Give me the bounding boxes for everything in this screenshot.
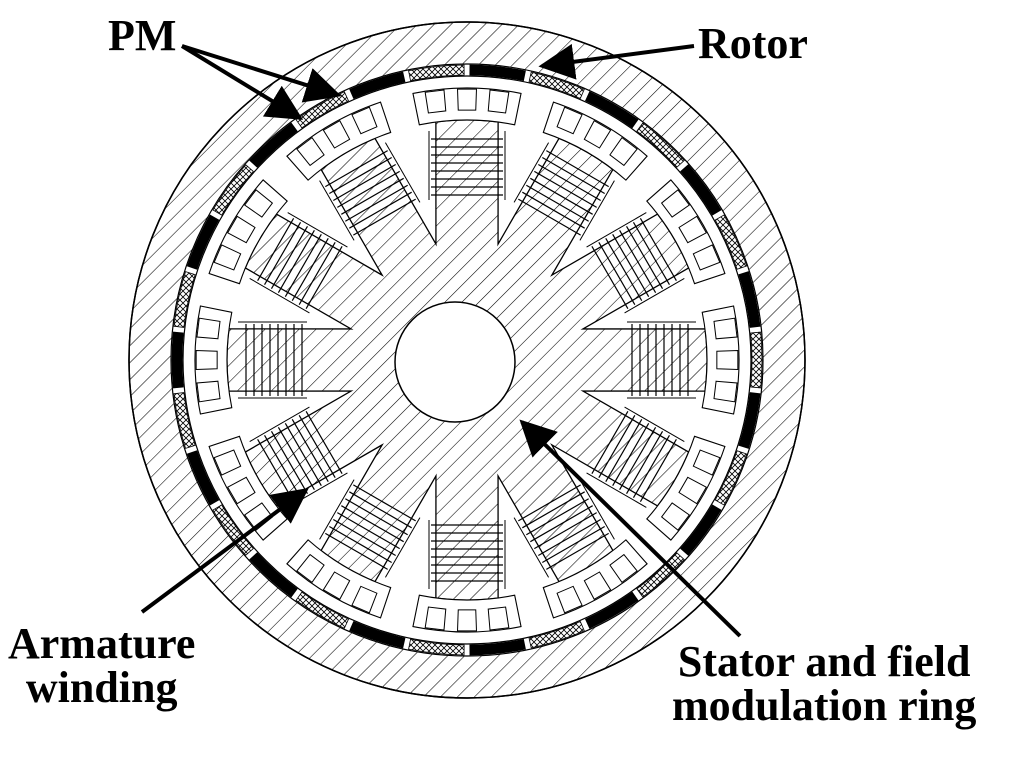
modulation-teeth [195, 88, 739, 632]
stator-label-line-1: Stator and field [677, 637, 971, 686]
modulation-tooth [660, 502, 691, 531]
pm-magnet-segment [349, 71, 406, 100]
armature-coil [249, 212, 348, 314]
stator [194, 87, 740, 633]
pm-iron-segment [212, 164, 254, 216]
modulation-tooth [227, 215, 256, 244]
modulation-tooth [195, 349, 218, 371]
modulation-tooth [487, 606, 510, 631]
armature-coil [428, 520, 506, 589]
armature-label-line-2: winding [25, 663, 178, 712]
pm-iron-segment [408, 638, 465, 656]
stator-arrow [519, 419, 742, 638]
armature-coil [513, 142, 615, 241]
pm-iron-segment [636, 122, 685, 168]
rotor-label: Rotor [698, 19, 808, 68]
modulation-tooth [243, 189, 274, 218]
pm-magnet-segment [680, 164, 722, 216]
armature-winding-label: Armature winding [8, 622, 195, 710]
modulation-tooth [456, 609, 478, 632]
modulation-tooth [351, 585, 378, 614]
modulation-tooth [296, 553, 325, 584]
pm-arrow-2 [180, 44, 304, 120]
pm-magnet-segment [738, 271, 761, 328]
modulation-tooth [424, 606, 447, 631]
pm-magnet-segment [186, 450, 220, 506]
pm-iron-segment [173, 392, 196, 449]
pm-iron-segment [636, 552, 685, 598]
pm-magnet-segment [349, 620, 406, 649]
modulation-tooth [678, 476, 707, 505]
modulation-tooth [196, 380, 221, 403]
pm-iron-segment [408, 64, 465, 82]
modulation-tooth [692, 244, 721, 271]
armature-coil [586, 212, 685, 314]
pm-iron-segment [295, 591, 350, 629]
modulation-tooth [609, 553, 638, 584]
modulation-tooth [713, 317, 738, 340]
pm-iron-segment [173, 271, 196, 328]
pm-magnet-segment [249, 552, 298, 598]
armature-label-line-1: Armature [8, 619, 196, 668]
rotor-arrow [538, 43, 695, 80]
stator-label: Stator and field modulation ring [672, 640, 976, 728]
pm-iron-segment [714, 450, 748, 506]
modulation-tooth [296, 136, 325, 167]
armature-coil [319, 479, 421, 578]
pm-iron-segment [714, 214, 748, 270]
armature-coil [513, 479, 615, 578]
modulation-tooth [713, 380, 738, 403]
pm-label: PM [108, 11, 177, 60]
armature-coils [238, 131, 696, 589]
modulation-tooth [487, 89, 510, 114]
pm-magnet-segment [171, 331, 184, 389]
modulation-tooth [322, 571, 351, 600]
modulation-tooth [213, 244, 242, 271]
modulation-tooth [678, 215, 707, 244]
modulation-tooth [583, 571, 612, 600]
pm-iron-segment [212, 504, 254, 556]
modulation-tooth [243, 502, 274, 531]
modulation-tooth [556, 585, 583, 614]
pm-magnet-segment [584, 591, 639, 629]
pm-iron-segment [528, 620, 585, 649]
modulation-tooth [692, 449, 721, 476]
modulation-tooth [556, 106, 583, 135]
pm-magnet-segment [469, 64, 526, 82]
modulation-tooth [227, 476, 256, 505]
pm-magnet-segment [469, 638, 526, 656]
modulation-tooth [322, 120, 351, 149]
stator-label-line-2: modulation ring [672, 681, 977, 730]
pm-magnet-segment [186, 214, 220, 270]
armature-arrow [140, 487, 309, 614]
pm-iron-segment [750, 331, 763, 389]
modulation-tooth [196, 317, 221, 340]
shaft-hole [394, 301, 516, 423]
armature-coil [319, 142, 421, 241]
modulation-tooth [716, 349, 739, 371]
armature-coil [586, 406, 685, 508]
modulation-tooth [583, 120, 612, 149]
modulation-tooth [660, 189, 691, 218]
modulation-tooth [424, 89, 447, 114]
modulation-tooth [213, 449, 242, 476]
modulation-tooth [351, 106, 378, 135]
armature-coil [238, 321, 307, 399]
armature-coil [627, 321, 696, 399]
pm-magnet-segment [738, 392, 761, 449]
annotation-arrows [140, 43, 742, 638]
modulation-tooth [456, 88, 478, 111]
pm-arrow-1 [181, 44, 342, 103]
pm-magnet-segment [680, 504, 722, 556]
modulation-tooth [609, 136, 638, 167]
pm-magnet-segment [584, 91, 639, 129]
pm-magnet-segment [249, 122, 298, 168]
armature-coil [428, 131, 506, 200]
